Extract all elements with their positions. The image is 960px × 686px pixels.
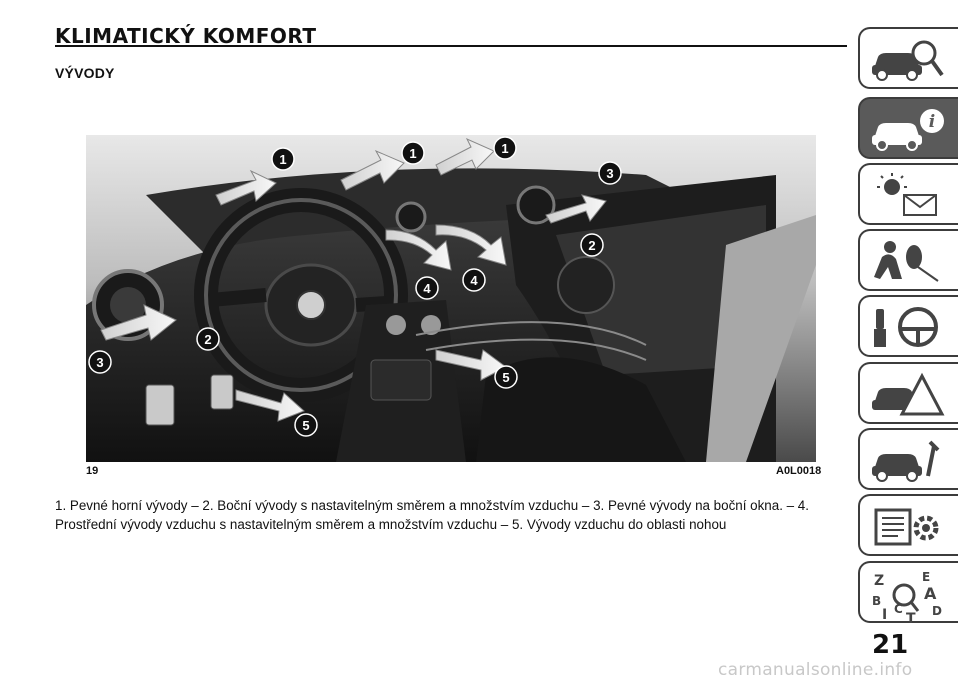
car-magnifier-icon <box>872 40 944 81</box>
warning-light-envelope-icon <box>877 173 937 216</box>
tab-warning-lights[interactable] <box>858 163 958 225</box>
tab-car-info[interactable]: i <box>858 97 958 159</box>
callout-label: 4 <box>423 281 431 296</box>
section-subtitle: VÝVODY <box>55 65 115 81</box>
chapter-tab-sidebar: i <box>858 0 960 686</box>
climate-knob-right <box>421 315 441 335</box>
index-letter: D <box>932 604 942 618</box>
pedal <box>210 374 234 410</box>
callout-label: 3 <box>606 166 613 181</box>
airflow-arrow-upper <box>340 149 405 191</box>
callout-marker: 5 <box>294 413 318 437</box>
callout-label: 5 <box>502 370 509 385</box>
page-number: 21 <box>872 630 909 660</box>
watermark: carmanualsonline.info <box>718 660 913 680</box>
index-letter: A <box>924 584 937 603</box>
brand-emblem <box>296 290 326 320</box>
airflow-arrow-center <box>435 224 507 266</box>
callout-marker: 3 <box>598 161 622 185</box>
figure-code: A0L0018 <box>776 465 822 477</box>
tab-car-magnifier[interactable] <box>858 27 958 89</box>
callout-marker: 2 <box>580 233 604 257</box>
callout-marker: 1 <box>401 141 425 165</box>
callout-marker: 2 <box>196 327 220 351</box>
steering-spokes <box>210 288 387 312</box>
tab-index[interactable]: Z E B A D I C T <box>858 561 958 625</box>
index-letter: T <box>906 611 916 625</box>
title-divider <box>55 45 847 47</box>
callout-label: 5 <box>302 418 309 433</box>
specs-gear-icon <box>874 508 939 546</box>
callout-marker: 1 <box>271 147 295 171</box>
callout-label: 4 <box>470 273 478 288</box>
svg-text:i: i <box>929 112 935 132</box>
callout-label: 3 <box>96 355 103 370</box>
trim-line <box>425 338 647 361</box>
door-speaker <box>557 256 615 314</box>
console-switches <box>370 359 432 401</box>
callout-label: 1 <box>409 146 416 161</box>
airflow-arrow-footwell <box>235 389 305 422</box>
key-steering-wheel-icon <box>874 307 938 347</box>
index-letter: I <box>882 607 887 623</box>
callout-marker: 4 <box>462 268 486 292</box>
callout-marker: 5 <box>494 365 518 389</box>
callout-marker: 4 <box>415 276 439 300</box>
index-letter: B <box>872 594 881 608</box>
airflow-arrow-side <box>100 304 177 341</box>
callout-label: 1 <box>279 152 286 167</box>
figure-number: 19 <box>86 465 99 477</box>
center-vent <box>395 201 427 233</box>
tab-emergency[interactable] <box>858 362 958 424</box>
door-trim <box>556 205 766 375</box>
index-letter: C <box>894 602 903 616</box>
airflow-arrow-upper <box>215 169 277 206</box>
tab-maintenance[interactable] <box>858 428 958 490</box>
dashboard-vents-illustration: 1 1 1 2 2 3 3 4 4 5 5 <box>86 135 816 462</box>
car-wrench-icon <box>872 440 940 482</box>
callout-label: 2 <box>204 332 211 347</box>
pedal <box>145 384 175 426</box>
airflow-arrow-footwell <box>435 349 507 381</box>
tab-starting-driving[interactable] <box>858 295 958 357</box>
trim-line <box>415 321 647 346</box>
car-breakdown-triangle-icon <box>872 372 945 416</box>
airflow-arrow-center <box>385 229 452 271</box>
page-title: KLIMATICKÝ KOMFORT <box>55 24 317 48</box>
index-letter: Z <box>874 573 884 589</box>
callout-label: 1 <box>501 141 508 156</box>
airbag-seat-icon <box>874 241 939 282</box>
seat-base <box>476 357 686 462</box>
callout-marker: 3 <box>88 350 112 374</box>
tab-specifications[interactable] <box>858 494 958 556</box>
index-letters-icon: Z E B A D I C T <box>872 570 942 625</box>
seat-pillar <box>706 215 816 462</box>
callout-marker: 1 <box>493 136 517 160</box>
figure-caption: 1. Pevné horní vývody – 2. Boční vývody … <box>55 498 809 532</box>
climate-knob-left <box>386 315 406 335</box>
airflow-arrow-upper <box>435 137 495 176</box>
tab-safety[interactable] <box>858 229 958 291</box>
car-info-icon: i <box>872 109 944 151</box>
steering-wheel-highlight <box>204 198 398 392</box>
airflow-arrow-window <box>545 194 607 224</box>
left-side-vent-core <box>110 287 146 323</box>
callout-label: 2 <box>588 238 595 253</box>
right-side-vent <box>516 185 556 225</box>
index-letter: E <box>922 570 930 584</box>
